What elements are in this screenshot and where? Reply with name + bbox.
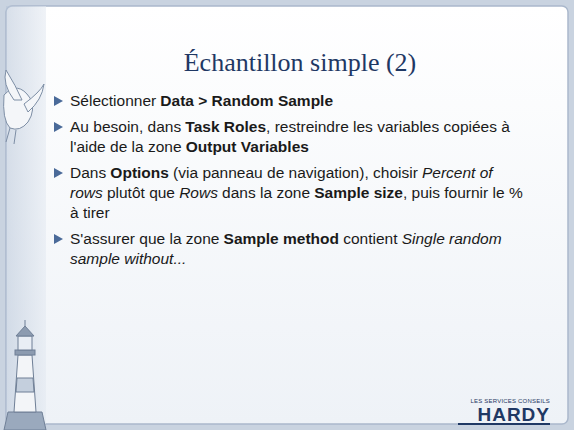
bullet-text: S'assurer que la zone xyxy=(70,230,219,247)
bullet-text: Sample method xyxy=(224,230,339,247)
bullet-text: plutôt que xyxy=(107,184,175,201)
bullet-item: Au besoin, dansTask Roles, restreindre l… xyxy=(54,117,532,157)
bullet-text: dans la zone xyxy=(222,184,310,201)
bullet-text: Au besoin, dans xyxy=(70,118,181,135)
logo-name: HARDY xyxy=(477,404,550,426)
bullet-marker xyxy=(54,234,63,244)
bullet-text: Rows xyxy=(179,184,218,201)
bullet-text: Task Roles xyxy=(185,118,266,135)
bullet-marker xyxy=(54,122,63,132)
bullet-text: Dans xyxy=(70,164,106,181)
lighthouse-illustration xyxy=(4,320,46,430)
bullet-text: Data > Random Sample xyxy=(160,92,333,109)
bullet-marker xyxy=(54,168,63,178)
bullet-text: Sélectionner xyxy=(70,92,156,109)
bullet-text: Options xyxy=(110,164,169,181)
bullet-item: SélectionnerData > Random Sample xyxy=(54,91,532,111)
bullet-text: contient xyxy=(343,230,397,247)
bullet-text: Sample size xyxy=(314,184,403,201)
logo-tagline: LES SERVICES CONSEILS xyxy=(471,398,550,404)
bullet-item: DansOptions(via panneau de navigation), … xyxy=(54,163,532,223)
bullet-marker xyxy=(54,96,63,106)
bullet-text: Output Variables xyxy=(186,138,309,155)
seagull-illustration xyxy=(4,70,44,144)
bullet-item: S'assurer que la zone Sample methodcontie… xyxy=(54,229,532,269)
slide-title: Échantillon simple (2) xyxy=(70,48,530,78)
bullet-text: (via panneau de navigation), choisir xyxy=(173,164,418,181)
bullet-list: SélectionnerData > Random Sample Au besoi… xyxy=(54,91,532,275)
